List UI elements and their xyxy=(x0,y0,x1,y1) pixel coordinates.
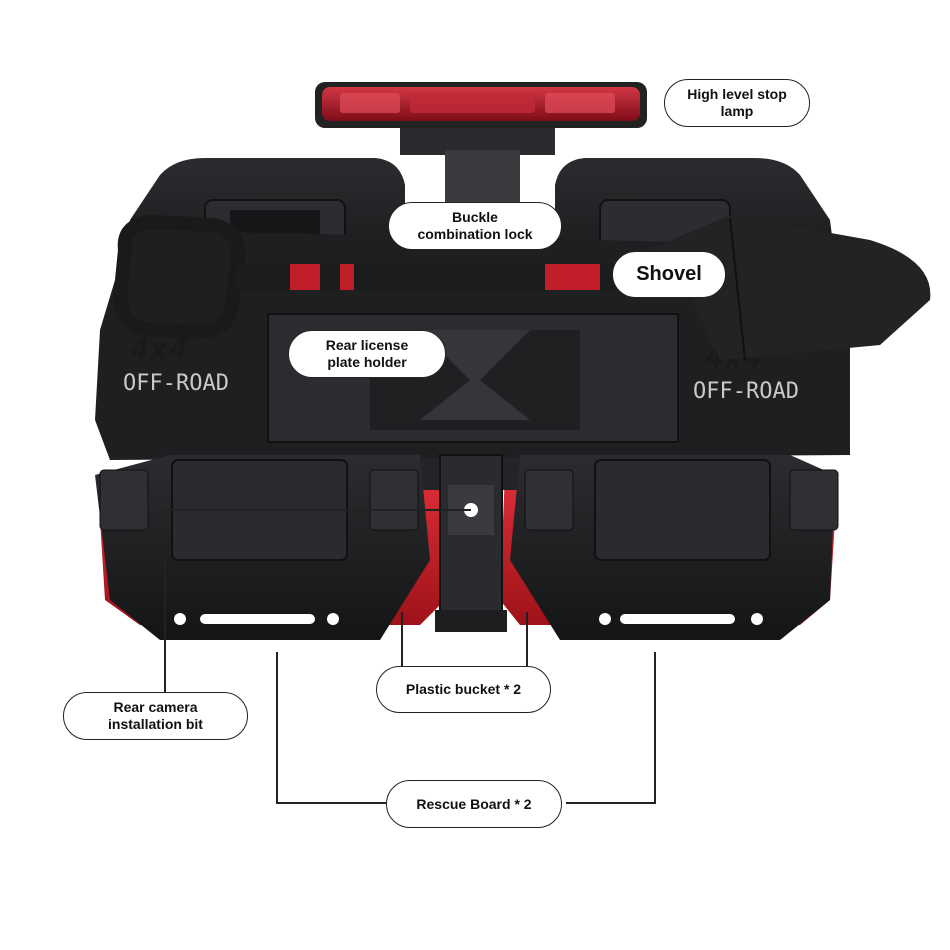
callout-shovel: Shovel xyxy=(612,251,726,298)
leader-rescue-left xyxy=(276,652,386,804)
callout-stop-lamp: High level stop lamp xyxy=(664,79,810,127)
stop-lamp-icon xyxy=(315,82,647,128)
left-plate-subtext: OFF-ROAD xyxy=(123,371,229,396)
callout-plastic-bucket: Plastic bucket * 2 xyxy=(376,666,551,713)
leader-rescue-right xyxy=(566,652,656,804)
callout-rescue-board: Rescue Board * 2 xyxy=(386,780,562,828)
hitch-receiver xyxy=(435,454,507,632)
callout-license-plate: Rear license plate holder xyxy=(288,330,446,378)
shovel-icon xyxy=(112,214,931,361)
lower-case-left xyxy=(95,455,430,640)
callout-camera-bit: Rear camera installation bit xyxy=(63,692,248,740)
lower-case-right xyxy=(510,455,839,640)
leader-camera xyxy=(164,509,471,692)
leader-lines xyxy=(164,509,656,804)
right-plate-subtext: OFF-ROAD xyxy=(693,379,799,404)
callout-buckle-lock: Buckle combination lock xyxy=(388,202,562,250)
